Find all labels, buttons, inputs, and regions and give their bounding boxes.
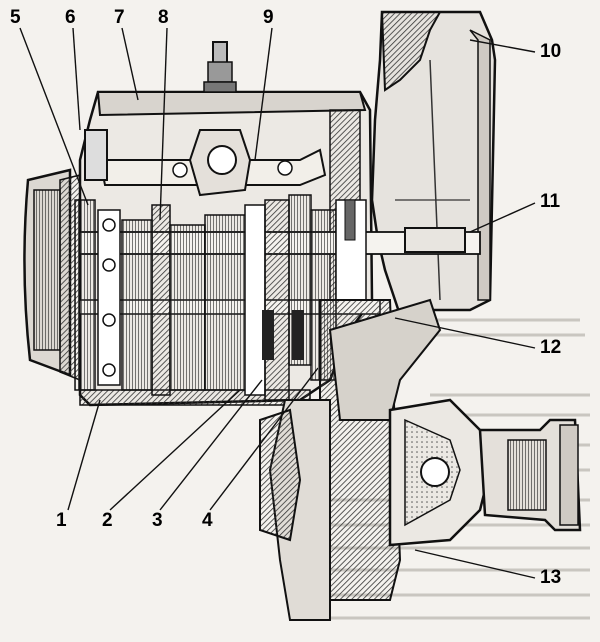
callout-13: 13: [540, 567, 562, 588]
callout-10: 10: [540, 41, 562, 62]
callout-11: 11: [540, 191, 561, 212]
callout-7: 7: [114, 7, 125, 28]
shift-fork-assembly: [84, 129, 327, 197]
callout-1: 1: [56, 510, 67, 531]
clutch-housing: [370, 10, 497, 333]
differential: [259, 298, 582, 621]
callout-5: 5: [10, 7, 21, 28]
callout-9: 9: [263, 7, 274, 28]
leader-lines: [19, 27, 536, 579]
callout-8: 8: [158, 7, 169, 28]
end-cover: [23, 168, 81, 382]
callout-3: 3: [152, 510, 163, 531]
callout-12: 12: [540, 337, 562, 358]
callout-6: 6: [65, 7, 76, 28]
callout-2: 2: [102, 510, 113, 531]
gear-stack: [74, 194, 367, 401]
callout-4: 4: [202, 510, 213, 531]
